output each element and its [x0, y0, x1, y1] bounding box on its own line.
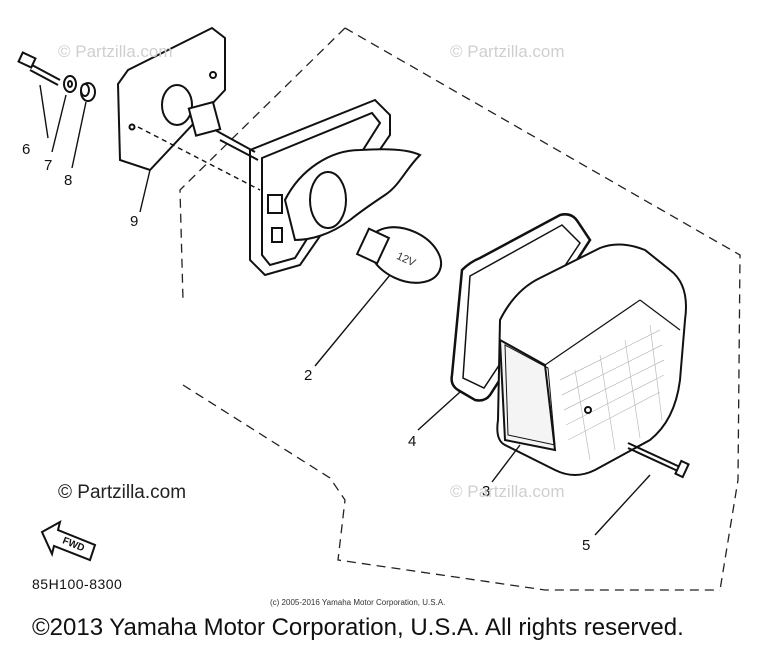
- assembly-boundary: [179, 27, 741, 591]
- callout-4: 4: [408, 433, 416, 450]
- watermark-middle-right: © Partzilla.com: [450, 482, 565, 501]
- lens-screw: [627, 442, 690, 479]
- watermark-top-right: © Partzilla.com: [450, 42, 565, 61]
- watermark-top-left: © Partzilla.com: [58, 42, 173, 61]
- drawing-code: 85H100-8300: [32, 576, 123, 592]
- fwd-arrow-icon: FWD: [40, 520, 97, 562]
- callout-6: 6: [22, 141, 30, 158]
- callout-numbers: 6 7 8 9 2 4 3 5: [22, 141, 590, 554]
- fasteners: [17, 51, 96, 102]
- callout-7: 7: [44, 157, 52, 174]
- callout-8: 8: [64, 172, 72, 189]
- callout-3: 3: [482, 483, 490, 500]
- leader-lines: [39, 84, 651, 536]
- watermark-middle-left: © Partzilla.com: [58, 482, 187, 503]
- mounting-plate: [116, 26, 226, 172]
- small-copyright: (c) 2005-2016 Yamaha Motor Corporation, …: [270, 598, 446, 607]
- callout-9: 9: [130, 213, 138, 230]
- callout-5: 5: [582, 537, 590, 554]
- bulb: 12V: [355, 226, 443, 284]
- copyright-notice: ©2013 Yamaha Motor Corporation, U.S.A. A…: [32, 614, 684, 641]
- callout-2: 2: [304, 367, 312, 384]
- lens: [496, 243, 687, 476]
- socket-housing: [187, 98, 422, 277]
